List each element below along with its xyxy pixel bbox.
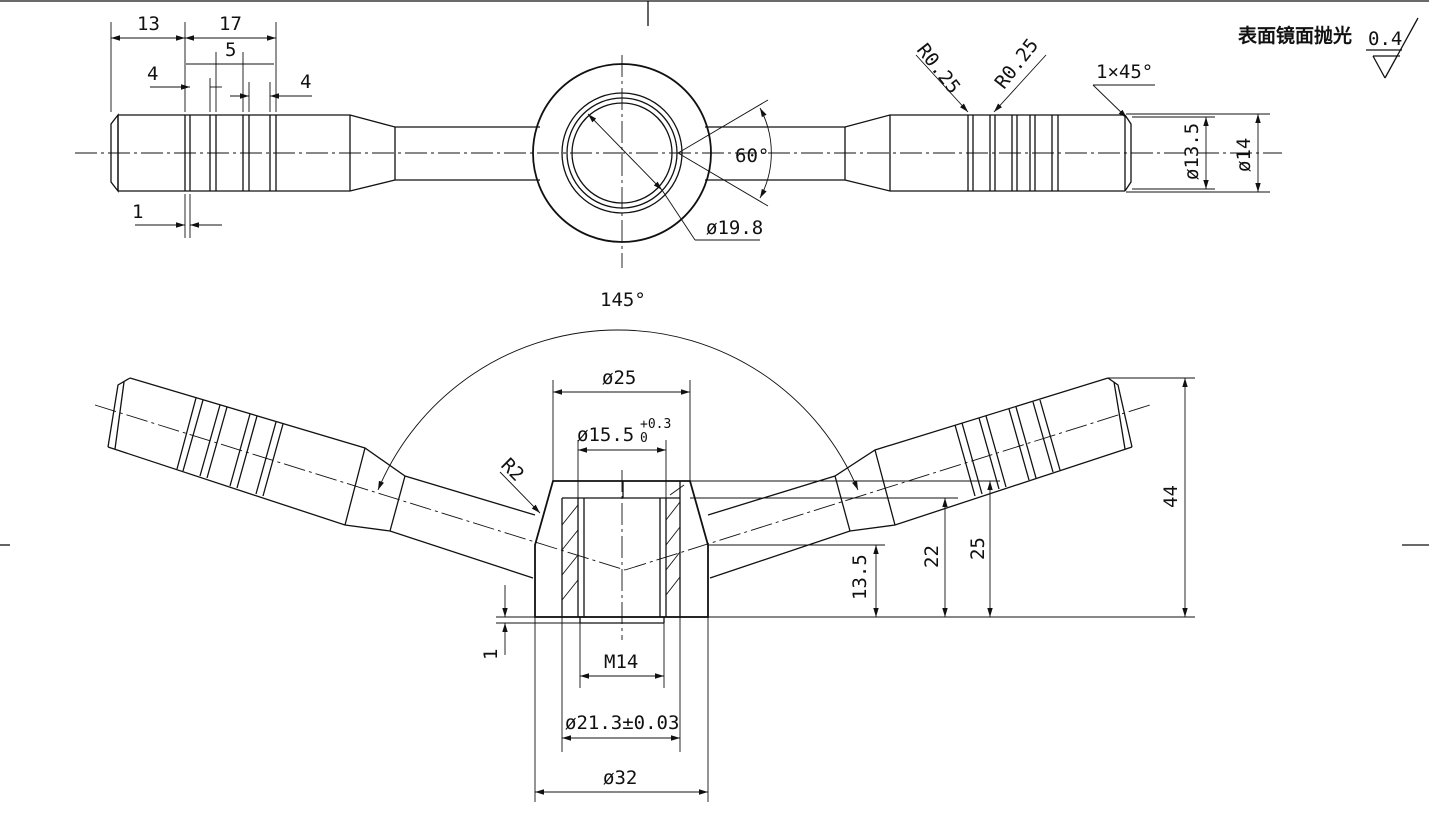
dim-h-44: 44 bbox=[1160, 485, 1182, 508]
dim-dia-15-5: ø15.5 bbox=[577, 424, 634, 446]
sheet-frame bbox=[0, 0, 1429, 546]
dim-5: 5 bbox=[225, 39, 236, 61]
dim-4-right: 4 bbox=[300, 71, 311, 93]
dim-17: 17 bbox=[219, 13, 242, 35]
surface-text: 表面镜面抛光 bbox=[1238, 24, 1352, 47]
tol-upper: +0.3 bbox=[640, 417, 671, 432]
dim-angle-145: 145° bbox=[600, 289, 646, 311]
roughness-value: 0.4 bbox=[1368, 28, 1402, 50]
left-handle-top bbox=[110, 113, 540, 193]
dim-r0-25-left: R0.25 bbox=[912, 40, 965, 99]
dim-r0-25-right: R0.25 bbox=[991, 34, 1044, 93]
dim-dia-25: ø25 bbox=[602, 367, 636, 389]
dim-dia-19-8: ø19.8 bbox=[706, 217, 763, 239]
left-handle-front bbox=[107, 377, 536, 579]
roughness-symbol-icon bbox=[1366, 17, 1419, 79]
dim-chamfer: 1×45° bbox=[1096, 61, 1153, 83]
dim-h-22: 22 bbox=[921, 545, 943, 568]
dim-h-13-5: 13.5 bbox=[849, 554, 871, 600]
dim-dia-14: ø14 bbox=[1233, 138, 1255, 172]
dim-h-25: 25 bbox=[967, 537, 989, 560]
right-handle-front bbox=[707, 377, 1133, 579]
front-view: 145° ø25 ø15.5 +0.3 0 R2 13.5 22 25 44 1 bbox=[94, 289, 1195, 802]
surface-finish-note: 表面镜面抛光 0.4 bbox=[1238, 17, 1419, 79]
dim-dia-13-5: ø13.5 bbox=[1181, 123, 1203, 180]
dim-thread-m14: M14 bbox=[604, 651, 638, 673]
hub-top bbox=[532, 63, 712, 243]
dim-angle-60: 60° bbox=[735, 145, 769, 167]
dim-r2: R2 bbox=[496, 454, 528, 486]
dim-1-front: 1 bbox=[480, 649, 502, 660]
dim-4-left: 4 bbox=[147, 63, 158, 85]
dim-dia-21-3: ø21.3±0.03 bbox=[565, 712, 679, 734]
tol-lower: 0 bbox=[640, 431, 648, 446]
top-view: 13 17 5 4 4 1 R0.25 R0.25 1×45° bbox=[75, 13, 1282, 268]
right-handle-top bbox=[705, 114, 1132, 192]
dim-13: 13 bbox=[137, 13, 160, 35]
dim-1-top: 1 bbox=[132, 201, 143, 223]
dim-dia-32: ø32 bbox=[603, 767, 637, 789]
